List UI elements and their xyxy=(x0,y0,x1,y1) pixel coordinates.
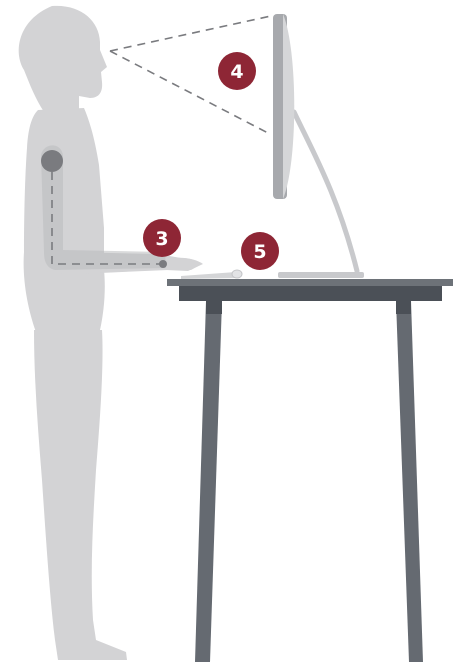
marker-5: 5 xyxy=(241,232,279,270)
marker-4: 4 xyxy=(218,52,256,90)
person-legs xyxy=(34,330,127,660)
keyboard xyxy=(181,272,239,279)
mouse xyxy=(232,270,242,278)
monitor-back-frame xyxy=(283,14,294,199)
wrist-joint xyxy=(159,260,167,268)
monitor xyxy=(273,14,364,278)
desk-top xyxy=(167,279,453,286)
standing-desk xyxy=(167,279,453,662)
shoulder-joint xyxy=(41,150,63,172)
marker-3: 3 xyxy=(143,219,181,257)
person-head xyxy=(19,6,107,112)
marker-5-label: 5 xyxy=(253,241,266,263)
desk-apron xyxy=(179,286,442,301)
desk-leg-left xyxy=(195,301,222,662)
monitor-stand xyxy=(294,112,357,271)
standing-person xyxy=(19,6,203,660)
marker-3-label: 3 xyxy=(155,228,168,250)
marker-4-label: 4 xyxy=(230,61,243,83)
monitor-stand-base xyxy=(278,272,364,278)
desk-leg-right xyxy=(396,301,423,662)
desk-leg-right-top xyxy=(396,301,411,314)
sightline-top xyxy=(110,16,271,51)
desk-leg-left-top xyxy=(206,301,222,314)
person-hand xyxy=(166,258,203,271)
